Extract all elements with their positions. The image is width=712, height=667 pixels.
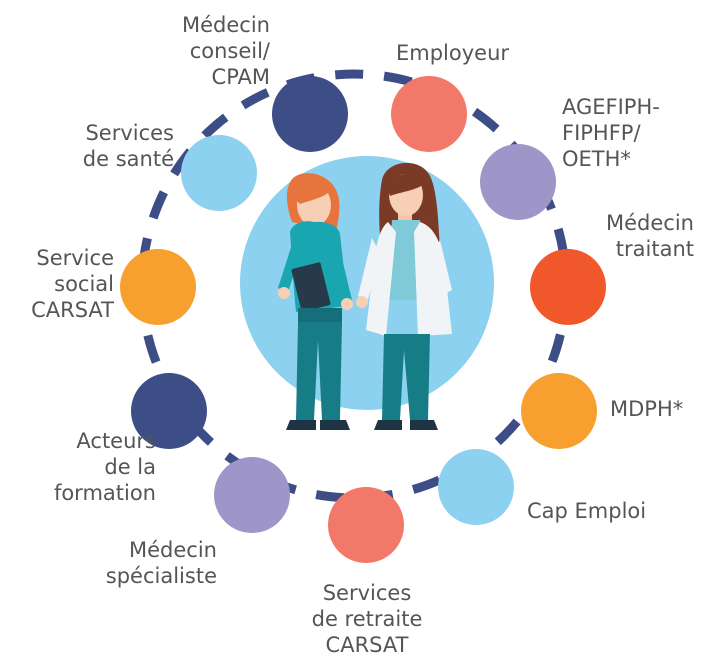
node-circle-mdph [521,373,597,449]
node-circle-employeur [391,76,467,152]
node-circle-services-sante [181,135,257,211]
label-agefiph: AGEFIPH-FIPHFP/OETH* [562,95,660,171]
node-circle-acteurs-formation [131,373,207,449]
women-illustration-icon [278,162,452,430]
node-circle-cap-emploi [438,449,514,525]
node-circle-medecin-conseil [272,76,348,152]
woman-doctor-icon [356,162,452,430]
label-employeur: Employeur [396,41,510,65]
node-circle-medecin-traitant [530,249,606,325]
label-cap-emploi: Cap Emploi [527,499,647,523]
node-circle-services-retraite [328,487,404,563]
woman-with-clipboard-icon [278,173,353,430]
node-circle-service-social [120,249,196,325]
node-circle-agefiph [480,144,556,220]
node-circles [120,76,606,563]
label-mdph: MDPH* [610,397,684,421]
node-circle-medecin-specialiste [214,457,290,533]
